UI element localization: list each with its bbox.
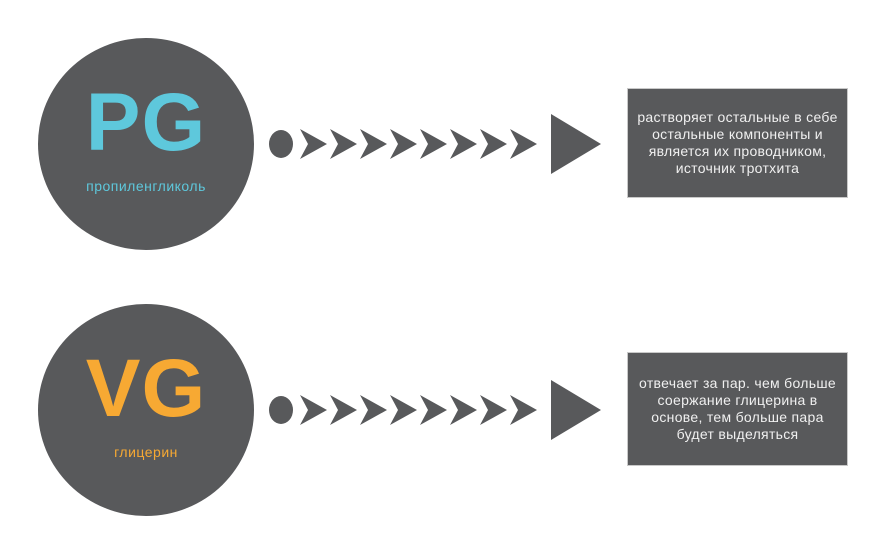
dotted-arrow-icon: [269, 114, 601, 174]
vg-description-line: будет выделяться: [676, 426, 799, 442]
chevron-right-icon: [390, 129, 417, 159]
triangle-right-icon: [551, 114, 601, 174]
chevron-right-icon: [480, 395, 507, 425]
dot-icon: [269, 130, 293, 158]
chevron-right-icon: [300, 395, 327, 425]
chevron-right-icon: [420, 395, 447, 425]
vg-description-line: отвечает за пар. чем больше: [639, 375, 836, 391]
vg-abbr-text: VG: [85, 343, 207, 434]
chevron-right-icon: [480, 129, 507, 159]
triangle-right-icon: [551, 380, 601, 440]
chevron-right-icon: [450, 129, 477, 159]
pg-description-line: источник тротхита: [675, 160, 800, 176]
pg-description-line: растворяет остальные в себе: [637, 109, 838, 125]
chevron-right-icon: [360, 395, 387, 425]
vg-description-line: соержание глицерина в: [657, 392, 818, 408]
pg-abbr-text: PG: [85, 77, 207, 168]
pg-description-line: является их проводником,: [648, 143, 827, 159]
dot-icon: [269, 396, 293, 424]
chevron-right-icon: [330, 129, 357, 159]
pg-circle-label: пропиленгликоль: [86, 178, 206, 194]
vg-row: VG глицерин отвечает за пар. чем больше …: [0, 266, 884, 534]
chevron-right-icon: [300, 129, 327, 159]
chevron-right-icon: [420, 129, 447, 159]
pg-description-line: остальные компоненты и: [652, 126, 823, 142]
dotted-arrow-icon: [269, 380, 601, 440]
vg-circle-label: глицерин: [114, 444, 178, 460]
vg-circle: VG глицерин: [38, 304, 254, 516]
chevron-right-icon: [390, 395, 417, 425]
pg-row: PG пропиленгликоль растворяет остальные …: [0, 0, 884, 268]
chevron-right-icon: [330, 395, 357, 425]
pg-circle: PG пропиленгликоль: [38, 38, 254, 250]
chevron-right-icon: [360, 129, 387, 159]
pg-description-box: растворяет остальные в себе остальные ко…: [627, 88, 848, 198]
vg-description-box: отвечает за пар. чем больше соержание гл…: [627, 352, 848, 466]
chevron-right-icon: [450, 395, 477, 425]
chevron-right-icon: [510, 129, 537, 159]
vg-description-line: основе, тем больше пара: [651, 409, 824, 425]
chevron-right-icon: [510, 395, 537, 425]
